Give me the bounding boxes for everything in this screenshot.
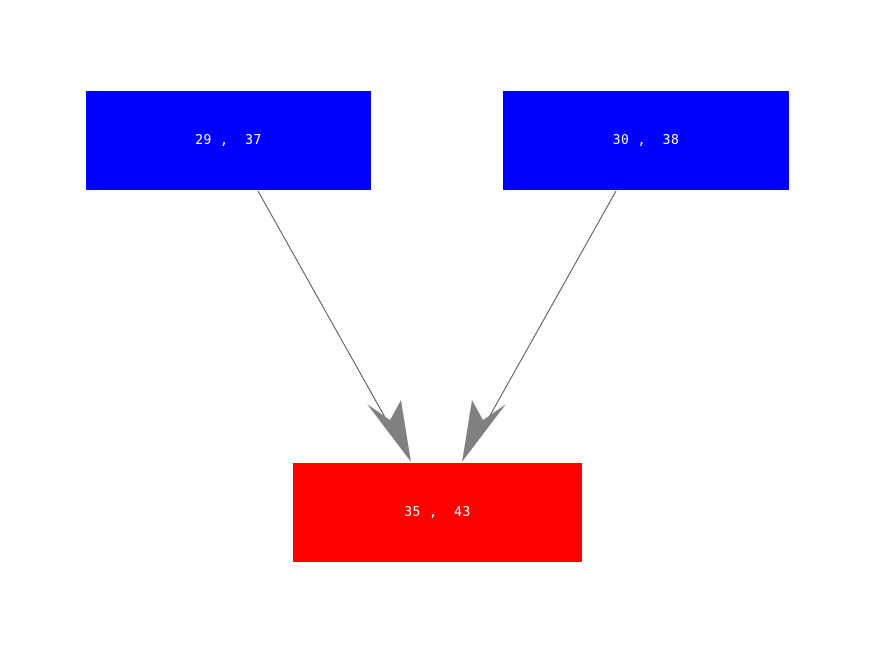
node-parent-left-label: 29 , 37 [195, 133, 262, 148]
edge-left-arrowhead [367, 400, 411, 462]
node-parent-left[interactable]: 29 , 37 [86, 91, 371, 190]
node-parent-right[interactable]: 30 , 38 [503, 91, 789, 190]
edge-right-arrowhead [462, 400, 506, 462]
edge-right [462, 190, 617, 462]
node-child-label: 35 , 43 [404, 505, 471, 520]
edge-right-line [473, 190, 617, 445]
node-child[interactable]: 35 , 43 [293, 463, 582, 562]
edge-left-line [257, 190, 401, 445]
edge-left [257, 190, 411, 462]
node-parent-right-label: 30 , 38 [612, 133, 680, 148]
